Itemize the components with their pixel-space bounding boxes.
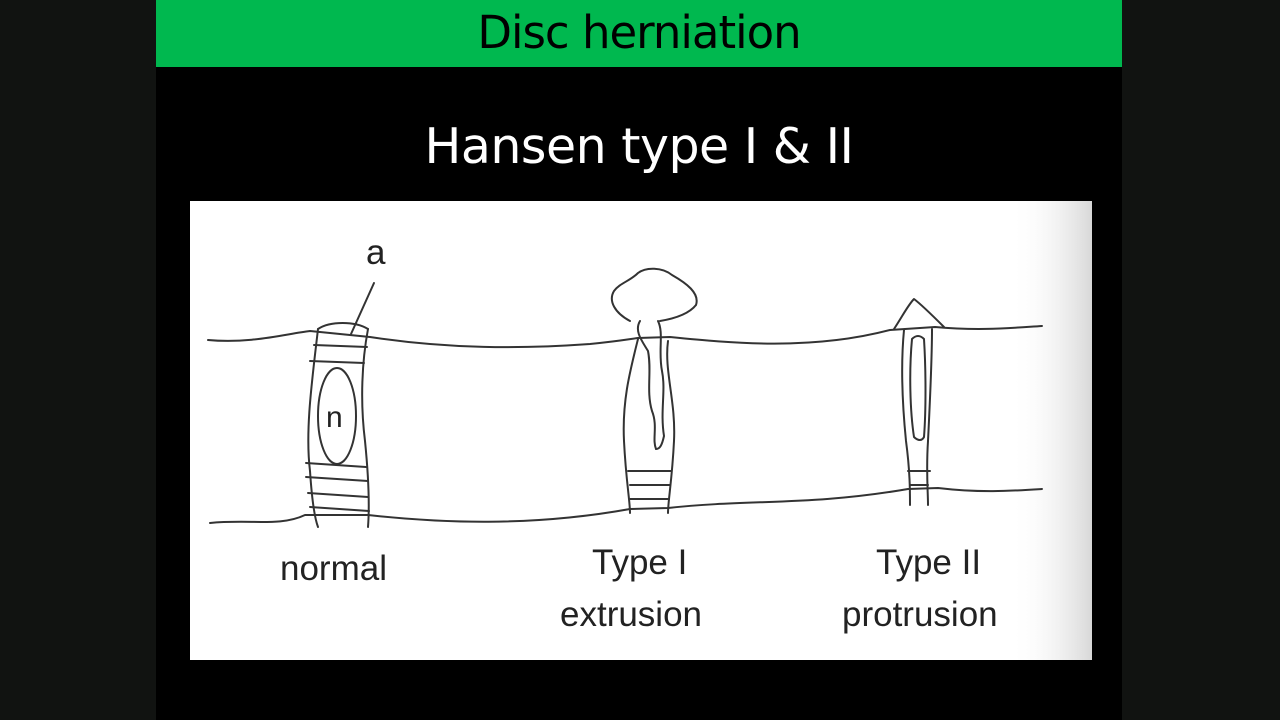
spine-top-outline	[207, 325, 1043, 349]
label-type2-line1: Type II	[876, 543, 982, 582]
disc-herniation-figure: a n normal Type I extrusion Type II prot…	[190, 201, 1092, 660]
slide-subtitle: Hansen type I & II	[424, 118, 855, 175]
type1-disc	[610, 267, 698, 514]
type2-disc	[893, 298, 945, 506]
label-normal: normal	[280, 549, 387, 588]
label-type2-line2: protrusion	[842, 595, 998, 634]
spine-bottom-outline	[209, 487, 1043, 524]
normal-disc	[305, 282, 375, 528]
annotation-n: n	[326, 401, 343, 434]
slide-title: Disc herniation	[477, 6, 801, 59]
disc-diagram	[207, 201, 1092, 660]
header-bar: Disc herniation	[156, 0, 1122, 67]
scan-shadow	[1010, 201, 1092, 660]
annotation-a: a	[366, 233, 386, 272]
label-type1-line1: Type I	[592, 543, 688, 582]
slide: Disc herniation Hansen type I & II	[156, 0, 1122, 720]
label-type1-line2: extrusion	[560, 595, 703, 634]
